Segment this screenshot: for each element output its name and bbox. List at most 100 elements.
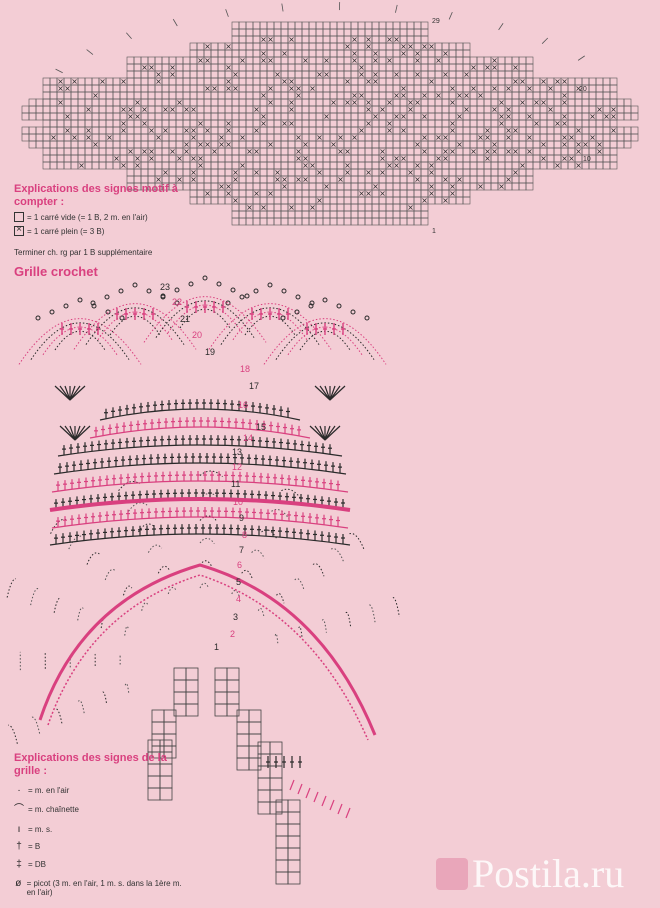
filet-x <box>135 100 140 105</box>
filet-cell <box>236 733 250 747</box>
filet-x <box>142 121 147 126</box>
filet-x <box>128 149 133 154</box>
picot <box>119 315 125 321</box>
filet-x <box>408 170 413 175</box>
pink-cluster <box>250 308 254 320</box>
legend-grille-title: Explications des signes de la grille : <box>14 752 167 777</box>
filet-x <box>198 121 203 126</box>
filet-x <box>429 191 434 196</box>
chain-arc <box>101 691 107 703</box>
filet-x <box>443 198 448 203</box>
filet-x <box>443 149 448 154</box>
pink-cluster <box>323 323 327 335</box>
filet-x <box>520 163 525 168</box>
filet-x <box>506 135 511 140</box>
picot <box>118 288 124 294</box>
pink-cluster <box>133 308 137 320</box>
filet-x <box>261 37 266 42</box>
round-number: 23 <box>160 282 170 292</box>
filet-x <box>289 205 294 210</box>
stitch <box>313 791 319 803</box>
filet-x <box>226 142 231 147</box>
legend-label: = m. en l'air <box>28 786 70 795</box>
filet-x <box>464 107 469 112</box>
filet-x <box>506 128 511 133</box>
picot <box>253 288 259 294</box>
stitch <box>319 385 331 401</box>
stitch <box>314 385 331 401</box>
row-curve <box>53 462 347 475</box>
filet-x <box>569 156 574 161</box>
filet-x <box>247 205 252 210</box>
filet-x <box>373 114 378 119</box>
filet-x <box>415 100 420 105</box>
filet-x <box>366 100 371 105</box>
filet-x <box>198 156 203 161</box>
filet-edge-ticks <box>55 2 585 74</box>
filet-cell <box>630 133 639 142</box>
filet-cell <box>236 721 250 735</box>
filet-x <box>296 156 301 161</box>
filet-x <box>499 100 504 105</box>
filet-x <box>275 177 280 182</box>
filet-x <box>261 58 266 63</box>
filet-x <box>317 170 322 175</box>
filet-x <box>163 128 168 133</box>
filet-x <box>576 142 581 147</box>
filet-x <box>345 163 350 168</box>
picot <box>308 303 314 309</box>
chain-arc <box>54 708 63 724</box>
filet-cell <box>173 679 187 693</box>
filet-x <box>289 37 294 42</box>
filet-x <box>555 79 560 84</box>
filet-column <box>147 667 301 885</box>
filet-x <box>58 100 63 105</box>
filet-x <box>212 86 217 91</box>
fan-cluster <box>59 425 91 441</box>
filet-x <box>184 149 189 154</box>
filet-x <box>352 100 357 105</box>
filet-x <box>380 107 385 112</box>
row-curve <box>49 533 351 546</box>
filet-x <box>142 65 147 70</box>
filet-x <box>303 156 308 161</box>
watermark-text: Postila.ru <box>472 851 625 896</box>
stitch <box>345 807 351 819</box>
chain-arc <box>251 549 265 559</box>
filet-x <box>485 149 490 154</box>
filet-x <box>443 177 448 182</box>
picot <box>160 293 166 299</box>
filet-x <box>79 163 84 168</box>
filet-x <box>422 114 427 119</box>
picot <box>309 300 315 306</box>
filet-x <box>422 149 427 154</box>
picot <box>230 287 236 293</box>
filet-x <box>485 135 490 140</box>
filet-x <box>492 86 497 91</box>
stitch-row <box>51 507 349 529</box>
filet-x <box>422 198 427 203</box>
filet-x <box>401 114 406 119</box>
skirt-border <box>38 563 377 741</box>
filet-x <box>527 86 532 91</box>
filet-x <box>170 65 175 70</box>
filet-x <box>142 149 147 154</box>
filet-x <box>212 149 217 154</box>
stitch <box>59 425 76 441</box>
stitch <box>314 425 326 441</box>
filet-x <box>198 58 203 63</box>
picot <box>105 309 111 315</box>
filet-x <box>100 79 105 84</box>
legend-label: = B <box>28 842 41 851</box>
filet-x <box>345 44 350 49</box>
filet-x <box>268 58 273 63</box>
filet-x <box>534 100 539 105</box>
filet-x <box>604 114 609 119</box>
picot <box>244 293 250 299</box>
filet-x <box>527 135 532 140</box>
filet-x <box>254 107 259 112</box>
filet-x <box>121 128 126 133</box>
picot <box>322 297 328 303</box>
round-number: 9 <box>239 513 244 523</box>
filet-x <box>282 79 287 84</box>
